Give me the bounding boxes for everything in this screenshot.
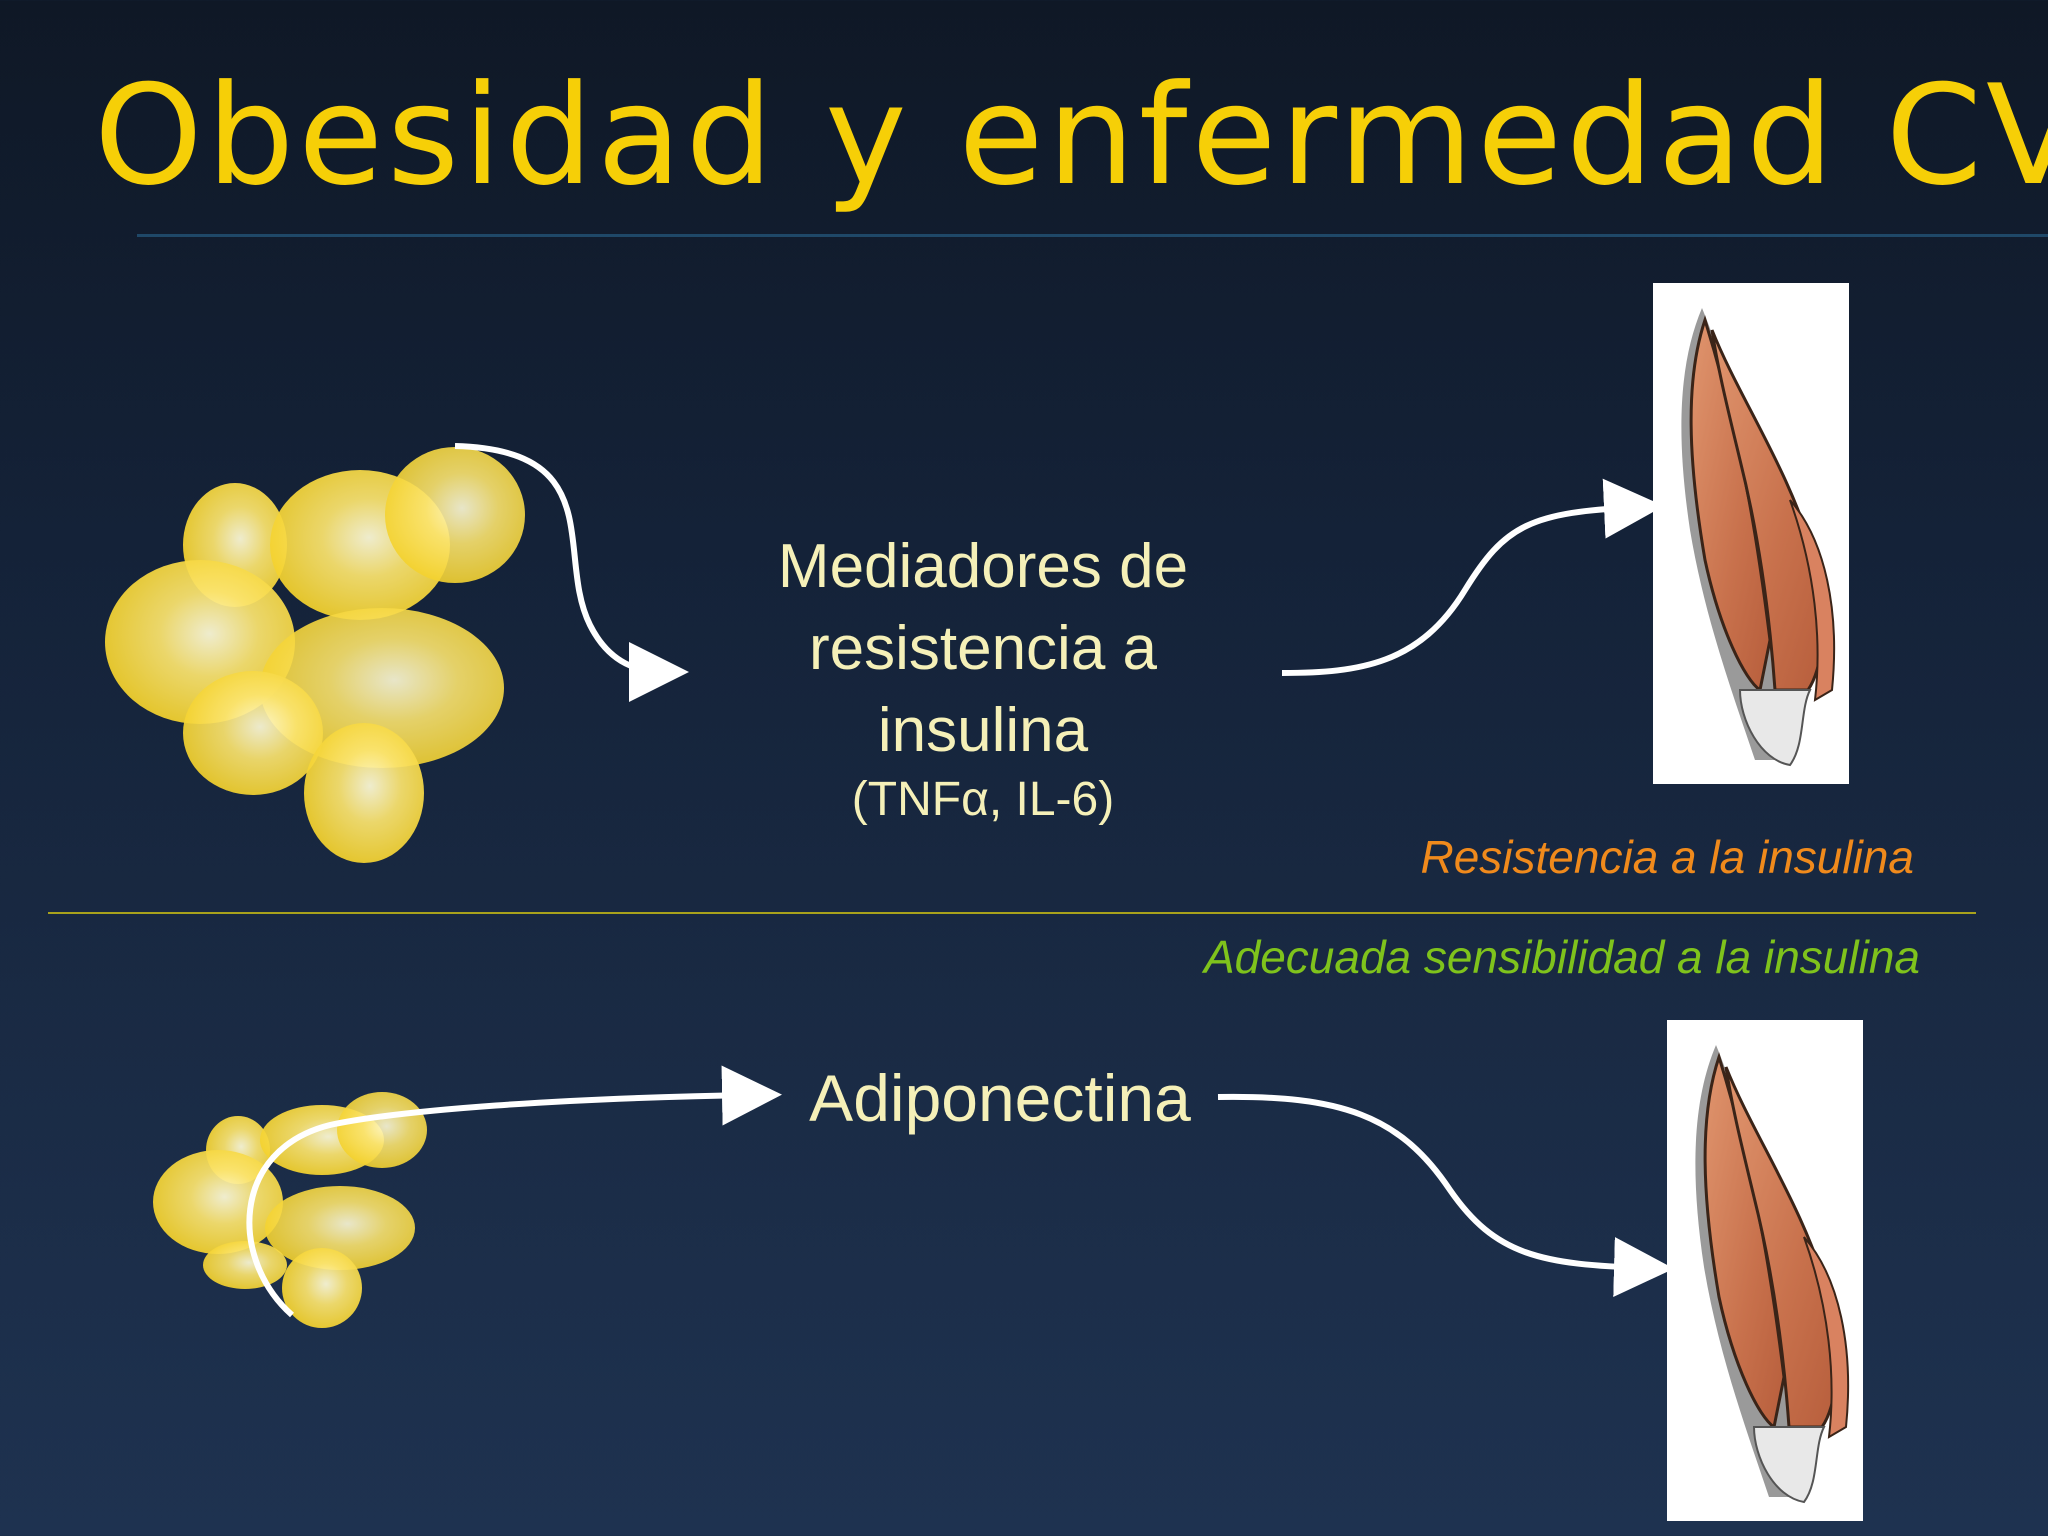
- adipose-tissue-small-icon: [153, 1092, 427, 1328]
- thigh-muscle-icon: [1653, 283, 1849, 784]
- mediators-examples: (TNFα, IL-6): [851, 773, 1115, 826]
- section-divider: [48, 912, 1976, 914]
- insulin-resistance-label: Resistencia a la insulina: [1420, 831, 1915, 883]
- slide-title: Obesidad y enfermedad CV: [94, 55, 2048, 216]
- adiponectina-label: Adiponectina: [809, 1061, 1191, 1135]
- arrow-fat-to-adiponectina: [246, 1065, 782, 1318]
- arrow-mediators-to-muscle: [1281, 478, 1664, 676]
- adipose-tissue-icon: [105, 447, 525, 863]
- mediators-label: Mediadores de resistencia a insulina: [700, 526, 1266, 772]
- thigh-muscle-icon-bottom: [1667, 1020, 1863, 1521]
- mediators-line-3: insulina: [877, 696, 1089, 765]
- insulin-sensitivity-label: Adecuada sensibilidad a la insulina: [1203, 931, 1920, 983]
- arrow-adiponectina-to-muscle: [1217, 1093, 1674, 1298]
- title-underline: [137, 234, 2048, 237]
- mediators-line-2: resistencia a: [808, 614, 1158, 683]
- arrow-fat-to-mediators: [454, 443, 689, 702]
- mediators-line-1: Mediadores de: [777, 532, 1189, 601]
